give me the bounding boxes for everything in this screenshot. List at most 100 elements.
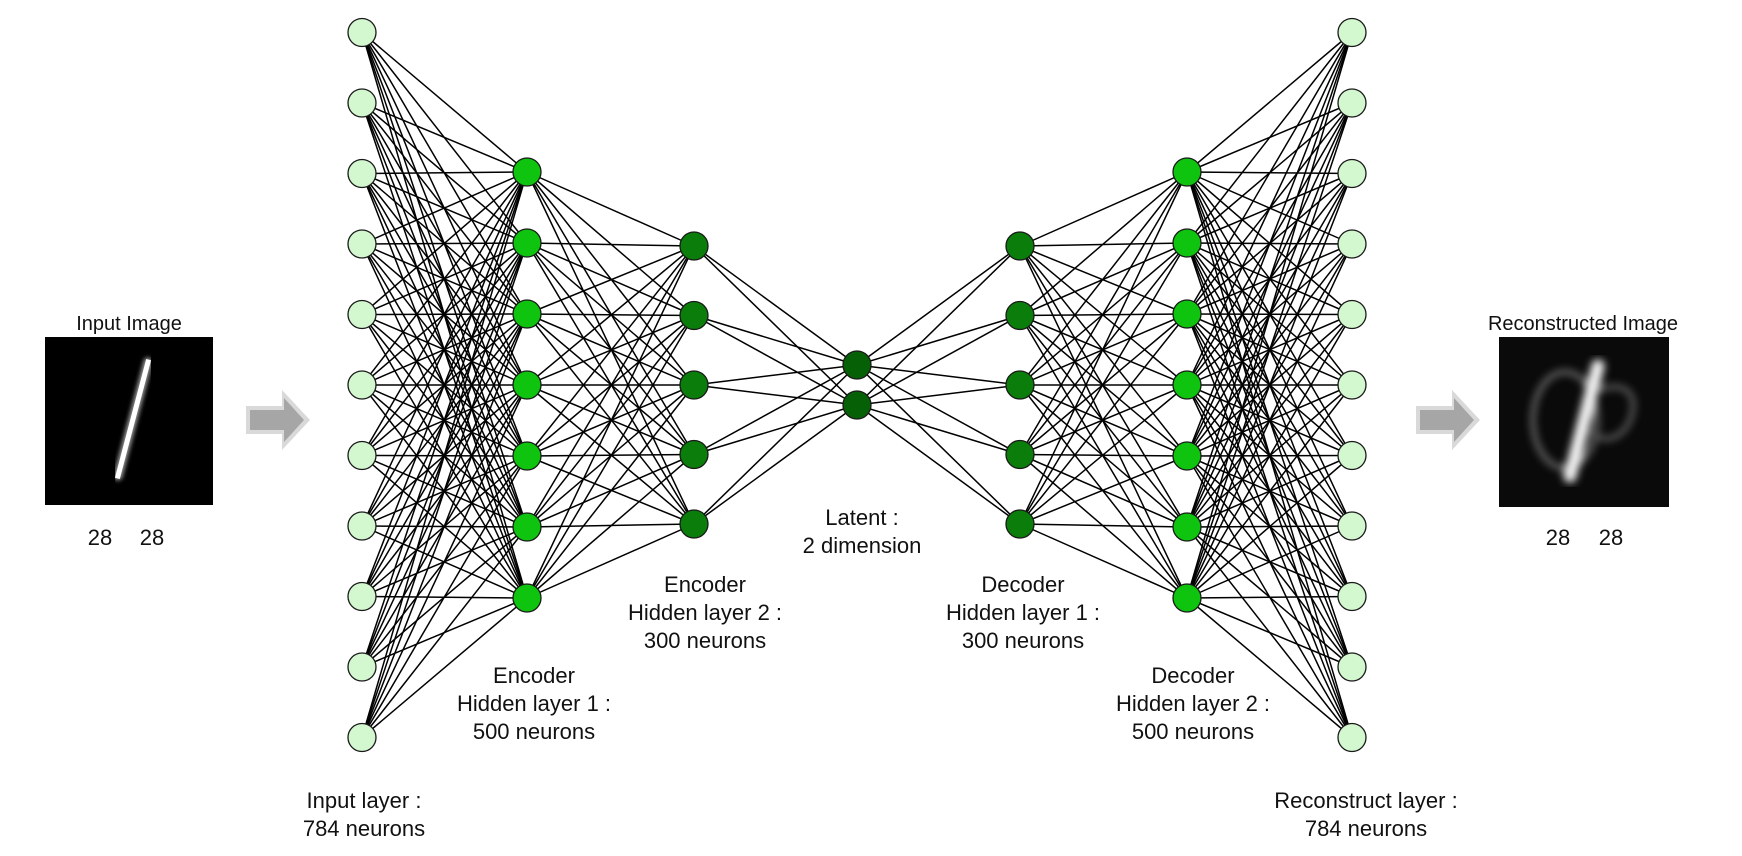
neuron-output-7: [1337, 511, 1367, 541]
neuron-enc2-2: [679, 370, 709, 400]
encoder-1-title: Encoder: [493, 663, 575, 688]
decoder-1-size: 300 neurons: [962, 628, 1084, 653]
edge-enc1-0-enc2-0: [526, 171, 695, 247]
edge-dec1-4-dec2-1: [1019, 242, 1188, 525]
neuron-latent-0: [842, 350, 872, 380]
neuron-enc2-0: [679, 231, 709, 261]
neuron-nodes: [347, 17, 1367, 753]
output-arrow-icon: [1416, 390, 1480, 450]
neuron-dec2-2: [1172, 299, 1202, 329]
edge-dec1-1-dec2-0: [1019, 171, 1188, 317]
edge-input-10-enc1-1: [361, 242, 528, 738]
edge-dec1-4-dec2-5: [1019, 523, 1188, 528]
edge-enc2-1-latent-1: [693, 314, 858, 406]
edge-input-10-enc1-4: [361, 455, 528, 738]
edge-dec2-6-output-4: [1186, 314, 1353, 599]
edge-enc1-3-enc2-0: [526, 245, 695, 386]
edge-enc2-0-latent-1: [693, 245, 858, 406]
layer-label-latent: Latent : 2 dimension: [803, 505, 922, 558]
edge-dec1-4-dec2-6: [1019, 523, 1188, 599]
layer-label-encoder-hidden-1: Encoder Hidden layer 1 : 500 neurons: [457, 663, 611, 744]
reconstructed-image-panel: Reconstructed Image 28 28: [1488, 313, 1678, 550]
neuron-dec1-1: [1005, 300, 1035, 331]
edge-input-3-enc1-0: [361, 171, 528, 245]
edge-dec2-5-output-0: [1186, 32, 1353, 528]
edge-dec2-1-output-0: [1186, 32, 1353, 244]
neuron-enc2-1: [679, 300, 709, 331]
edge-enc1-1-enc2-0: [526, 242, 695, 247]
encoder-2-title: Encoder: [664, 572, 746, 597]
edge-input-10-enc1-2: [361, 313, 528, 738]
edge-dec2-6-output-7: [1186, 525, 1353, 599]
layer-label-decoder-hidden-2: Decoder Hidden layer 2 : 500 neurons: [1116, 663, 1270, 744]
edge-input-10-enc1-0: [361, 171, 528, 738]
edge-enc2-0-latent-0: [693, 245, 858, 366]
neuron-dec2-3: [1172, 370, 1202, 400]
edge-latent-0-dec1-2: [856, 364, 1021, 386]
edge-dec1-4-dec2-0: [1019, 171, 1188, 525]
edge-latent-1-dec1-3: [856, 404, 1021, 456]
layer-label-decoder-hidden-1: Decoder Hidden layer 1 : 300 neurons: [946, 572, 1100, 653]
edge-latent-1-dec1-4: [856, 404, 1021, 525]
edge-latent-1-dec1-1: [856, 314, 1021, 406]
input-image-height: 28: [140, 525, 164, 550]
edge-dec2-6-output-9: [1186, 597, 1353, 668]
neuron-dec1-0: [1005, 231, 1035, 261]
neuron-input-8: [347, 581, 377, 612]
edge-dec2-6-output-0: [1186, 32, 1353, 599]
neuron-enc2-3: [679, 439, 709, 470]
decoder-2-title: Decoder: [1151, 663, 1234, 688]
reconstructed-image-title: Reconstructed Image: [1488, 313, 1678, 335]
neuron-input-2: [347, 158, 377, 189]
neuron-enc1-2: [512, 299, 542, 329]
neuron-input-1: [347, 88, 377, 118]
neuron-enc1-0: [512, 157, 542, 187]
edge-latent-0-dec1-1: [856, 314, 1021, 366]
neuron-input-3: [347, 229, 377, 259]
encoder-2-layer: Hidden layer 2 :: [628, 600, 782, 625]
edge-dec1-0-dec2-0: [1019, 171, 1188, 247]
neuron-input-6: [347, 440, 377, 471]
neuron-output-4: [1337, 299, 1367, 330]
neuron-output-3: [1337, 229, 1367, 259]
neuron-input-10: [347, 722, 377, 753]
edge-input-0-enc1-0: [361, 31, 528, 173]
edge-dec2-6-output-2: [1186, 173, 1353, 599]
edge-enc1-4-enc2-0: [526, 245, 695, 457]
neuron-input-5: [347, 370, 377, 400]
edge-latent-0-dec1-4: [856, 364, 1021, 525]
edge-enc2-4-latent-1: [693, 404, 858, 525]
neuron-dec2-4: [1172, 441, 1202, 471]
encoder-1-layer: Hidden layer 1 :: [457, 691, 611, 716]
edge-dec1-3-dec2-0: [1019, 171, 1188, 455]
neuron-output-9: [1337, 652, 1367, 682]
neuron-enc1-1: [512, 228, 542, 258]
edge-enc2-2-latent-1: [693, 384, 858, 406]
edge-enc1-6-enc2-4: [526, 523, 695, 599]
neuron-latent-1: [842, 390, 872, 420]
neuron-dec2-5: [1172, 512, 1202, 542]
edge-enc1-6-enc2-0: [526, 245, 695, 599]
input-image-title: Input Image: [76, 313, 182, 335]
edge-input-8-enc1-0: [361, 171, 528, 597]
edge-input-2-enc1-0: [361, 171, 528, 175]
edge-input-6-enc1-0: [361, 171, 528, 456]
decoder-2-layer: Hidden layer 2 :: [1116, 691, 1270, 716]
edge-enc1-6-enc2-3: [526, 453, 695, 599]
neuron-dec2-6: [1172, 583, 1202, 613]
input-layer-title: Input layer :: [307, 788, 422, 813]
neuron-output-8: [1337, 581, 1367, 612]
neuron-output-0: [1337, 17, 1367, 48]
reconstruct-layer-size: 784 neurons: [1305, 816, 1427, 841]
layer-label-reconstruct: Reconstruct layer : 784 neurons: [1274, 788, 1457, 841]
edge-input-10-enc1-6: [361, 597, 528, 739]
neuron-dec1-3: [1005, 439, 1035, 470]
edge-dec2-3-output-0: [1186, 32, 1353, 386]
edge-dec2-2-output-0: [1186, 32, 1353, 315]
neuron-output-5: [1337, 370, 1367, 400]
neuron-input-9: [347, 652, 377, 682]
latent-size: 2 dimension: [803, 533, 922, 558]
input-image-panel: Input Image 28 28: [45, 313, 213, 550]
edge-enc1-5-enc2-0: [526, 245, 695, 528]
input-image-width: 28: [88, 525, 112, 550]
